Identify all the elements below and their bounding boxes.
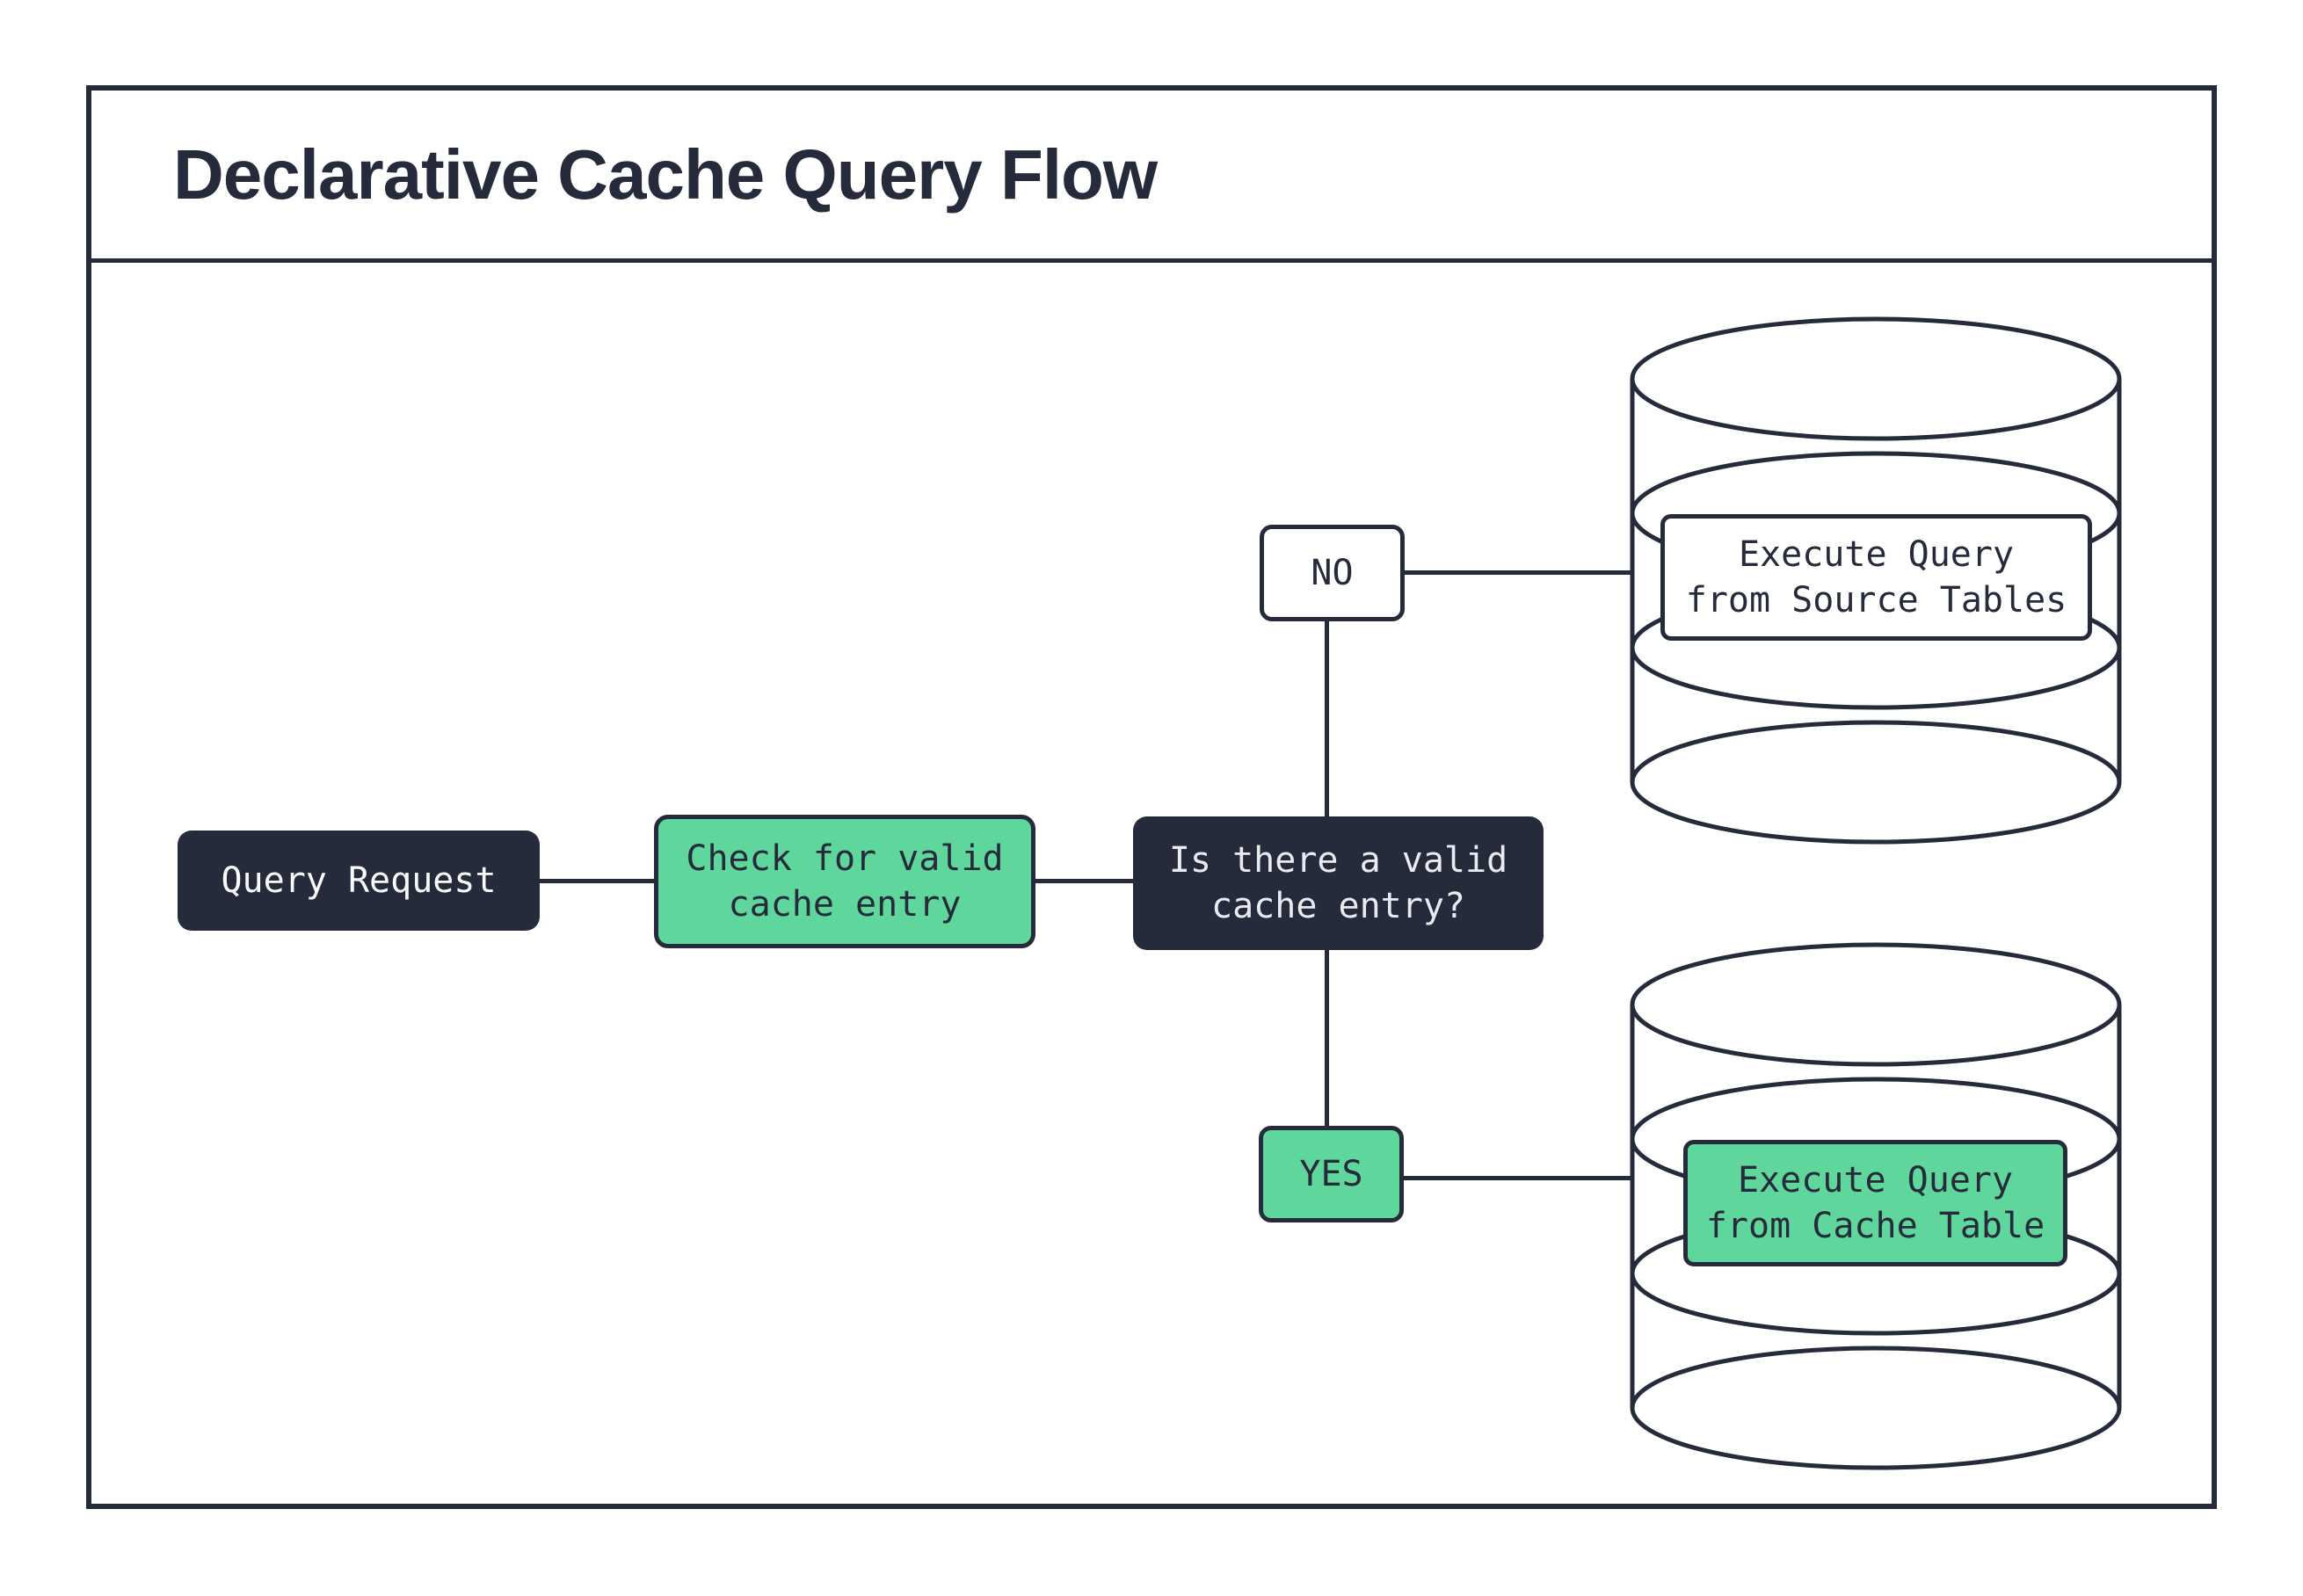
- diagram-frame: [86, 85, 2217, 1509]
- edge-label-no: NO: [1260, 525, 1405, 621]
- title-bar: Declarative Cache Query Flow: [91, 91, 2212, 258]
- node-decision: Is there a valid cache entry?: [1133, 816, 1544, 950]
- diagram-title: Declarative Cache Query Flow: [173, 134, 1158, 214]
- node-query-request: Query Request: [178, 831, 540, 931]
- connector-query-to-check: [540, 879, 654, 883]
- connector-no-to-source-db: [1405, 570, 1631, 575]
- edge-label-yes: YES: [1259, 1126, 1404, 1222]
- node-check-cache: Check for valid cache entry: [654, 815, 1035, 948]
- connector-decision-to-no: [1325, 621, 1329, 816]
- connector-yes-to-cache-db: [1404, 1176, 1631, 1180]
- connector-check-to-decision: [1035, 879, 1133, 883]
- connector-decision-to-yes: [1325, 950, 1329, 1126]
- title-divider: [86, 258, 2217, 263]
- node-execute-source: Execute Query from Source Tables: [1660, 514, 2092, 641]
- node-execute-cache: Execute Query from Cache Table: [1683, 1140, 2067, 1266]
